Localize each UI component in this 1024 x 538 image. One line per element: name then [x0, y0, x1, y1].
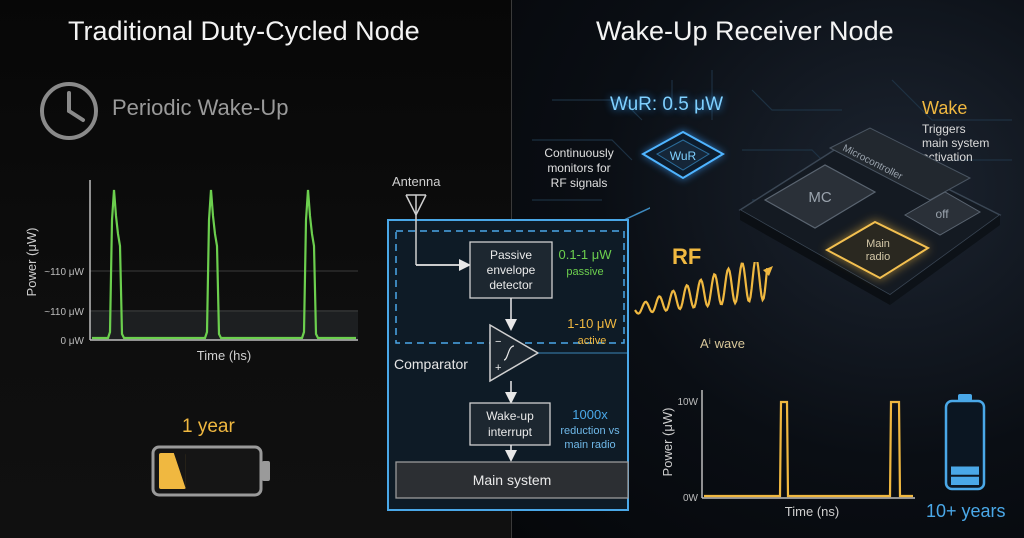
x-axis-label: Time (ns) [785, 504, 839, 519]
circuit-traces [532, 70, 1012, 201]
receiver-region [395, 230, 625, 344]
chip-label: WuR [670, 149, 697, 163]
battery-full-icon [944, 394, 986, 491]
rf-wave-line [634, 262, 772, 315]
y-tick-label: ~110 μW [44, 267, 84, 278]
reduction-value: 1000x [572, 407, 608, 422]
main-system-label: Main system [473, 472, 552, 488]
left-title: Traditional Duty-Cycled Node [68, 16, 420, 46]
y-tick-label: 10W [677, 397, 698, 408]
envelope-detector-block [469, 241, 553, 299]
main-radio-label: radio [866, 251, 890, 263]
battery-life-label: 10+ years [926, 501, 1006, 521]
detector-power: 0.1-1 μW [558, 247, 612, 262]
y-axis-label: Power (μW) [660, 408, 675, 477]
monitor-note-line: RF signals [550, 176, 608, 190]
wur-chip: WuR [640, 130, 726, 180]
battery-life-label: 1 year [182, 416, 235, 437]
antenna-label: Antenna [392, 174, 441, 189]
power-trace [704, 400, 913, 498]
wur-power-chart: 10W 0W Power (μW) Time (ns) [660, 390, 915, 519]
monitor-note-line: Continuously [544, 146, 614, 160]
duty-cycle-chart: ~110 μW ~110 μW 0 μW Power (μW) Time (hs… [24, 180, 358, 363]
right-title: Wake-Up Receiver Node [596, 16, 894, 46]
clock-icon [40, 82, 98, 140]
wakeup-interrupt-block [469, 402, 551, 446]
rf-label: RF [672, 244, 702, 269]
wur-power-label: WuR: 0.5 μW [610, 94, 724, 115]
monitor-note-line: monitors for [547, 161, 611, 175]
wake-note-line: main system [922, 136, 990, 150]
detector-label: detector [489, 278, 532, 292]
rf-wave-label: Aⁱ wave [700, 336, 745, 351]
interrupt-label: interrupt [488, 425, 533, 439]
comparator-symbol [489, 323, 540, 383]
comparator-minus: − [495, 336, 501, 348]
rf-wave [634, 262, 773, 315]
x-axis-label: Time (hs) [197, 348, 251, 363]
wake-note-line: Triggers [922, 122, 966, 136]
y-axis-label: Power (μW) [24, 228, 39, 297]
off-label: off [935, 207, 949, 221]
wake-title: Wake [922, 98, 968, 118]
comparator-label: Comparator [394, 356, 468, 372]
main-system-block [395, 461, 629, 499]
main-board: Microcontroller MC off Main radio [738, 127, 1002, 305]
circuit-diagram: Passive envelope detector 0.1-1 μW passi… [387, 194, 650, 511]
detector-label: envelope [487, 263, 536, 277]
monitor-note: Continuously monitors for RF signals [528, 146, 630, 191]
y-tick-label: 0W [683, 493, 699, 504]
power-trace [92, 189, 356, 340]
main-radio-label: Main [866, 238, 890, 250]
power-band [90, 310, 358, 340]
left-subtitle: Periodic Wake-Up [112, 95, 289, 120]
reduction-note: main radio [564, 439, 615, 451]
comparator-power: 1-10 μW [567, 316, 617, 331]
y-tick-label: ~110 μW [44, 307, 84, 318]
reduction-note: reduction vs [560, 425, 620, 437]
battery-low-icon [151, 445, 270, 497]
interrupt-label: Wake-up [486, 409, 534, 423]
comparator-plus: + [495, 362, 501, 374]
comparator-mode: active [578, 335, 607, 347]
rf-arrow-head [763, 266, 773, 276]
detector-label: Passive [490, 248, 532, 262]
detector-mode: passive [566, 266, 603, 278]
y-tick-label: 0 μW [60, 336, 84, 347]
mc-label: MC [808, 189, 831, 206]
